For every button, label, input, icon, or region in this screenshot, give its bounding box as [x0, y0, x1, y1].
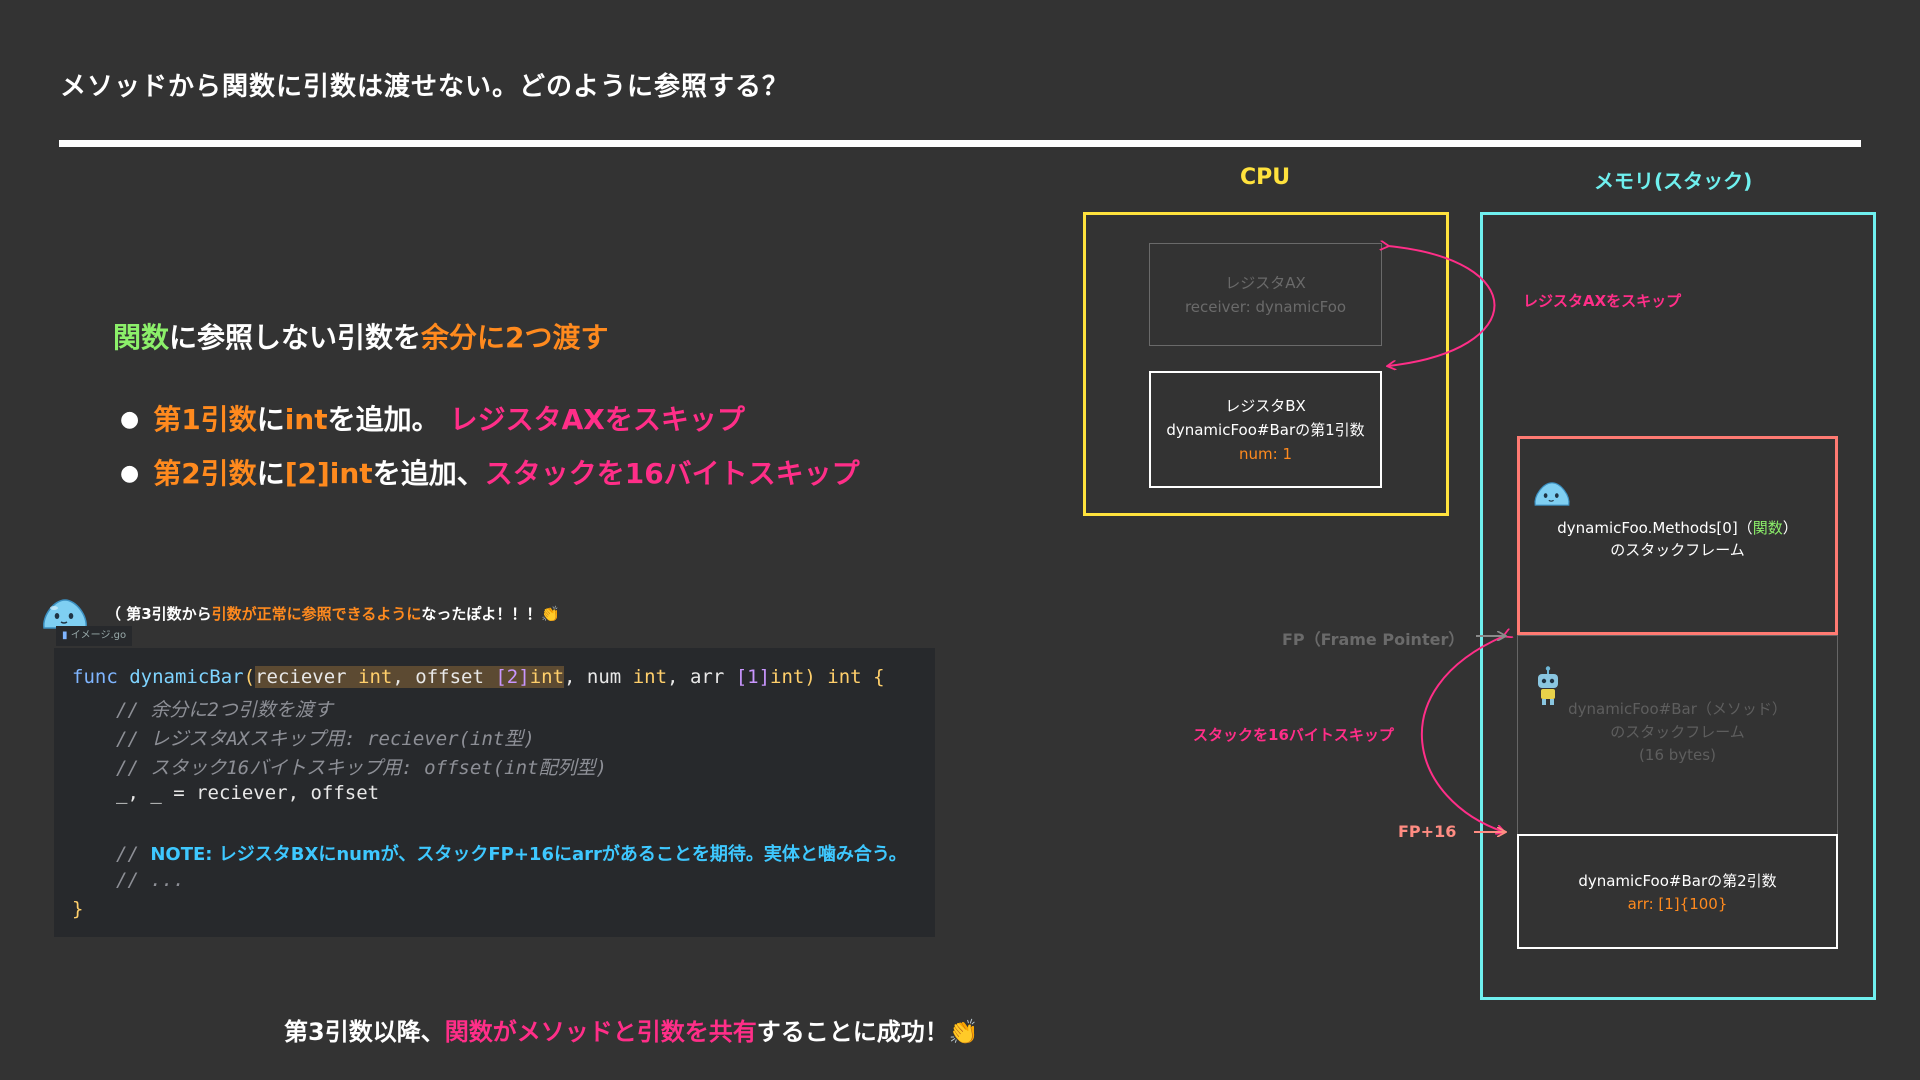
code-token: //: [116, 843, 151, 865]
code-line-2: // 余分に2つ引数を渡す: [116, 699, 333, 721]
subtitle: 関数に参照しない引数を余分に2つ渡す: [113, 316, 609, 356]
bullet-1-part-5: レジスタAXをスキップ: [449, 403, 745, 436]
code-token: ,: [564, 666, 576, 688]
code-line-8: }: [72, 898, 84, 920]
register-bx-value: num: 1: [1239, 444, 1292, 463]
subtitle-part-1: 関数: [113, 321, 170, 354]
bottom-part-3: することに成功！👏: [756, 1018, 979, 1046]
code-token: func: [72, 666, 118, 688]
speech-part-3: なったぽよ！！！👏: [421, 605, 561, 623]
speech-part-1: （ 第3引数から: [106, 605, 212, 623]
bullet-2-part-4: を追加、: [372, 457, 485, 490]
code-line-6: // NOTE: レジスタBXにnumが、スタックFP+16にarrがあることを…: [116, 840, 907, 866]
mascot-speech: （ 第3引数から引数が正常に参照できるようになったぽよ！！！👏: [106, 603, 560, 624]
bullet-2-part-2: に: [256, 457, 285, 490]
slime-mascot-icon: [1534, 482, 1570, 506]
stack-frame-arg2: dynamicFoo#Barの第2引数 arr: [1]{100}: [1517, 834, 1838, 949]
code-token: ,: [392, 666, 404, 688]
bullet-2-part-1: 第2引数: [153, 457, 257, 490]
cpu-label: CPU: [1240, 165, 1291, 190]
bullet-dot: ●: [120, 461, 140, 486]
arrow-skip-stack: [1420, 636, 1504, 832]
bullet-2-part-5: スタックを16バイトスキップ: [484, 457, 860, 490]
register-bx-desc: dynamicFoo#Barの第1引数: [1166, 420, 1365, 439]
code-token: ): [804, 666, 816, 688]
code-token: int: [358, 666, 393, 688]
arrow-skip-register: [1388, 246, 1496, 366]
code-line-1: func dynamicBar(reciever int, offset [2]…: [72, 666, 885, 688]
code-token: [1]: [735, 666, 771, 688]
annotation-frame-pointer: FP（Frame Pointer）: [1282, 630, 1465, 649]
cpu-box: [1083, 212, 1449, 516]
register-bx-name: レジスタBX: [1225, 396, 1306, 415]
code-line-3: // レジスタAXスキップ用: reciever(int型): [116, 728, 535, 750]
file-icon: ▮: [62, 630, 71, 641]
code-token: int: [632, 666, 668, 688]
code-token: int: [529, 666, 565, 688]
frame-method-line-1: dynamicFoo#Bar（メソッド）: [1568, 700, 1787, 718]
title-divider: [59, 140, 1861, 147]
frame-arg2-line-1: dynamicFoo#Barの第2引数: [1578, 872, 1777, 890]
code-token: reciever: [255, 666, 347, 688]
annotation-skip-stack-16: スタックを16バイトスキップ: [1193, 726, 1394, 744]
bullet-1-part-1: 第1引数: [153, 403, 257, 436]
robot-icon: [1538, 666, 1558, 705]
bottom-part-1: 第3引数以降、: [284, 1018, 445, 1046]
code-highlight: reciever int, offset [2]int: [255, 666, 565, 688]
bottom-part-2: 関数がメソッドと引数を共有: [444, 1018, 757, 1046]
frame-function-line-1: dynamicFoo.Methods[0]（関数）: [1520, 517, 1835, 540]
code-token: {: [873, 666, 885, 688]
code-token: num: [586, 666, 622, 688]
bullet-2: ● 第2引数に[2]intを追加、スタックを16バイトスキップ: [120, 452, 860, 492]
code-token: offset: [415, 666, 484, 688]
register-ax: レジスタAX receiver: dynamicFoo: [1149, 243, 1382, 346]
code-line-4: // スタック16バイトスキップ用: offset(int配列型): [116, 757, 607, 779]
code-file-tab[interactable]: ▮ イメージ.go: [56, 626, 133, 646]
slide-title: メソッドから関数に引数は渡せない。どのように参照する？: [60, 72, 790, 102]
stack-frame-function: dynamicFoo.Methods[0]（関数） のスタックフレーム: [1517, 436, 1838, 635]
code-block: ▮ イメージ.go func dynamicBar(reciever int, …: [54, 626, 935, 937]
frame-text-highlight: 関数: [1752, 519, 1783, 537]
code-note: NOTE: レジスタBXにnumが、スタックFP+16にarrがあることを期待。…: [150, 844, 907, 865]
bullet-1-part-3: int: [284, 403, 328, 436]
annotation-fp-plus-16: FP+16: [1398, 822, 1457, 841]
register-ax-value: receiver: dynamicFoo: [1184, 297, 1347, 316]
frame-text: ）: [1782, 519, 1798, 537]
register-ax-name: レジスタAX: [1225, 273, 1306, 292]
code-line-7: // ...: [116, 869, 185, 891]
memory-label: メモリ(スタック): [1594, 169, 1753, 193]
bullet-1: ● 第1引数にintを追加。レジスタAXをスキップ: [120, 398, 745, 438]
code-token: ,: [667, 666, 679, 688]
subtitle-part-3: 余分に2つ渡す: [421, 321, 609, 354]
code-token: [2]: [495, 666, 530, 688]
code-token: (: [243, 666, 256, 688]
bullet-dot: ●: [120, 407, 140, 432]
subtitle-part-2: に参照しない引数を: [169, 321, 422, 354]
frame-method-line-3: (16 bytes): [1639, 746, 1716, 764]
annotation-skip-register-ax: レジスタAXをスキップ: [1523, 292, 1682, 310]
bullet-1-part-2: に: [256, 403, 285, 436]
code-token: int: [770, 666, 805, 688]
bullet-2-part-3: [2]int: [284, 457, 373, 490]
code-line-5: _, _ = reciever, offset: [116, 782, 380, 804]
memory-stack-box: [1480, 212, 1876, 1000]
frame-text: dynamicFoo.Methods[0]（: [1557, 519, 1753, 537]
frame-arg2-value: arr: [1]{100}: [1627, 895, 1728, 913]
bottom-message: 第3引数以降、関数がメソッドと引数を共有することに成功！👏: [284, 1012, 979, 1047]
code-token: dynamicBar: [129, 666, 244, 688]
frame-function-line-2: のスタックフレーム: [1610, 541, 1745, 559]
register-bx: レジスタBX dynamicFoo#Barの第1引数 num: 1: [1149, 371, 1382, 488]
code-token: int: [827, 666, 862, 688]
bullet-1-part-4: を追加。: [327, 403, 440, 436]
frame-method-line-2: のスタックフレーム: [1610, 723, 1745, 741]
code-token: arr: [689, 666, 725, 688]
speech-part-2: 引数が正常に参照できるように: [211, 605, 422, 623]
code-file-name: イメージ.go: [70, 630, 127, 641]
slime-mascot-icon: [43, 599, 87, 629]
